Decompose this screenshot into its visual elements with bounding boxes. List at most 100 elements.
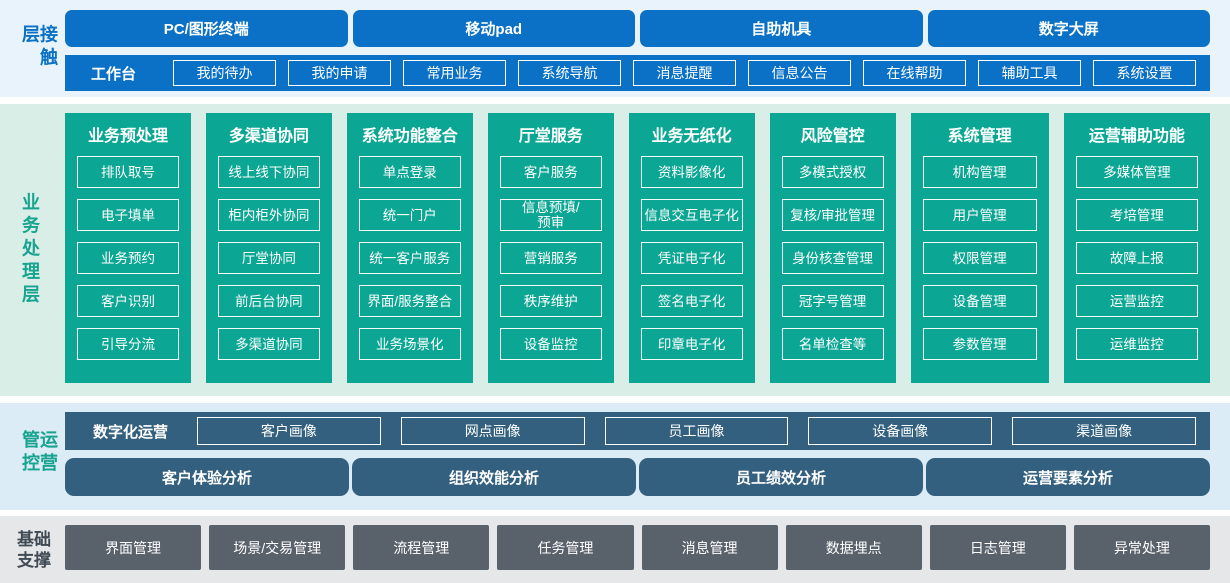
feature-box[interactable]: 排队取号 [77,156,179,188]
workbench-item[interactable]: 系统设置 [1093,60,1196,86]
business-columns: 业务预处理排队取号电子填单业务预约客户识别引导分流多渠道协同线上线下协同柜内柜外… [65,104,1210,383]
foundation-box[interactable]: 场景/交易管理 [209,525,346,570]
workbench-item[interactable]: 信息公告 [748,60,851,86]
column-title: 运营辅助功能 [1088,128,1185,145]
column-title: 业务预处理 [87,128,168,145]
foundation-box[interactable]: 界面管理 [65,525,202,570]
foundation-box[interactable]: 数据埋点 [785,525,922,570]
workbench-item[interactable]: 系统导航 [518,60,621,86]
feature-box[interactable]: 单点登录 [358,156,461,188]
business-column: 运营辅助功能多媒体管理考培管理故障上报运营监控运维监控 [1063,113,1210,383]
foundation-box[interactable]: 流程管理 [353,525,490,570]
workbench-label: 工作台 [91,65,137,83]
foundation-box[interactable]: 日志管理 [929,525,1066,570]
feature-box[interactable]: 信息交互电子化 [640,199,743,231]
feature-box[interactable]: 机构管理 [922,156,1037,188]
layer-label-foundation: 基础支撑 [17,529,51,570]
foundation-box[interactable]: 任务管理 [497,525,634,570]
feature-box[interactable]: 考培管理 [1075,199,1198,231]
feature-box[interactable]: 统一客户服务 [358,242,461,274]
feature-box[interactable]: 业务场景化 [358,328,461,360]
feature-box[interactable]: 电子填单 [77,199,179,231]
terminal-button[interactable]: PC/图形终端 [65,10,348,47]
feature-box[interactable]: 业务预约 [77,242,179,274]
feature-box[interactable]: 多模式授权 [781,156,884,188]
feature-box[interactable]: 凭证电子化 [640,242,743,274]
business-column: 系统管理机构管理用户管理权限管理设备管理参数管理 [910,113,1049,383]
operations-content: 数字化运营 客户画像网点画像员工画像设备画像渠道画像 客户体验分析组织效能分析员… [65,412,1210,496]
profile-box[interactable]: 设备画像 [808,417,993,445]
feature-box[interactable]: 多渠道协同 [217,328,320,360]
feature-box[interactable]: 冠字号管理 [781,285,884,317]
workbench-item[interactable]: 辅助工具 [978,60,1081,86]
foundation-row: 界面管理场景/交易管理流程管理任务管理消息管理数据埋点日志管理异常处理 [65,516,1210,570]
digital-operations-label: 数字化运营 [93,423,169,441]
business-column: 风险管控多模式授权复核/审批管理身份核查管理冠字号管理名单检查等 [769,113,896,383]
digital-operations-bar: 数字化运营 客户画像网点画像员工画像设备画像渠道画像 [65,412,1210,450]
feature-box[interactable]: 客户服务 [499,156,602,188]
analysis-row: 客户体验分析组织效能分析员工绩效分析运营要素分析 [65,458,1210,496]
analysis-button[interactable]: 客户体验分析 [65,458,349,496]
feature-box[interactable]: 设备监控 [499,328,602,360]
feature-box[interactable]: 印章电子化 [640,328,743,360]
business-column: 系统功能整合单点登录统一门户统一客户服务界面/服务整合业务场景化 [346,113,473,383]
feature-box[interactable]: 客户识别 [77,285,179,317]
feature-box[interactable]: 多媒体管理 [1075,156,1198,188]
terminal-button[interactable]: 移动pad [352,10,635,47]
feature-box[interactable]: 界面/服务整合 [358,285,461,317]
feature-box[interactable]: 线上线下协同 [217,156,320,188]
feature-box[interactable]: 厅堂协同 [217,242,320,274]
feature-box[interactable]: 引导分流 [77,328,179,360]
foundation-content: 界面管理场景/交易管理流程管理任务管理消息管理数据埋点日志管理异常处理 [65,516,1210,570]
feature-box[interactable]: 柜内柜外协同 [217,199,320,231]
layer-label-operations: 运营管控 [20,429,58,476]
column-title: 风险管控 [800,128,865,145]
foundation-box[interactable]: 异常处理 [1073,525,1210,570]
business-column: 厅堂服务客户服务信息预填/ 预审营销服务秩序维护设备监控 [487,113,614,383]
feature-box[interactable]: 信息预填/ 预审 [499,199,602,231]
workbench-item[interactable]: 我的待办 [173,60,276,86]
workbench-item[interactable]: 我的申请 [288,60,391,86]
feature-box[interactable]: 身份核查管理 [781,242,884,274]
workbench-item[interactable]: 消息提醒 [633,60,736,86]
feature-box[interactable]: 参数管理 [922,328,1037,360]
profile-box[interactable]: 网点画像 [400,417,585,445]
profile-box[interactable]: 渠道画像 [1012,417,1196,445]
feature-box[interactable]: 故障上报 [1075,242,1198,274]
analysis-button[interactable]: 员工绩效分析 [639,458,923,496]
foundation-box[interactable]: 消息管理 [641,525,778,570]
feature-box[interactable]: 运营监控 [1075,285,1198,317]
workbench-item[interactable]: 常用业务 [403,60,506,86]
layer-operations: 运营管控 数字化运营 客户画像网点画像员工画像设备画像渠道画像 客户体验分析组织… [0,403,1230,510]
feature-box[interactable]: 名单检查等 [781,328,884,360]
feature-box[interactable]: 统一门户 [358,199,461,231]
feature-box[interactable]: 秩序维护 [499,285,602,317]
feature-box[interactable]: 权限管理 [922,242,1037,274]
feature-box[interactable]: 用户管理 [922,199,1037,231]
analysis-button[interactable]: 运营要素分析 [926,458,1210,496]
layer-label-contact: 接触层 [20,24,58,71]
feature-box[interactable]: 运维监控 [1075,328,1198,360]
feature-box[interactable]: 前后台协同 [217,285,320,317]
terminal-button[interactable]: 数字大屏 [927,10,1210,47]
feature-box[interactable]: 设备管理 [922,285,1037,317]
workbench-bar: 工作台 我的待办我的申请常用业务系统导航消息提醒信息公告在线帮助辅助工具系统设置 [65,55,1210,91]
column-title: 业务无纸化 [651,128,732,145]
column-title: 系统管理 [947,128,1012,145]
business-content: 业务预处理排队取号电子填单业务预约客户识别引导分流多渠道协同线上线下协同柜内柜外… [65,104,1210,383]
column-title: 多渠道协同 [228,128,309,145]
profile-box[interactable]: 客户画像 [197,417,381,445]
layer-business: 业务处理层 业务预处理排队取号电子填单业务预约客户识别引导分流多渠道协同线上线下… [0,104,1230,396]
workbench-item[interactable]: 在线帮助 [863,60,966,86]
feature-box[interactable]: 签名电子化 [640,285,743,317]
terminal-button[interactable]: 自助机具 [640,10,923,47]
feature-box[interactable]: 营销服务 [499,242,602,274]
analysis-button[interactable]: 组织效能分析 [352,458,636,496]
feature-box[interactable]: 资料影像化 [640,156,743,188]
feature-box[interactable]: 复核/审批管理 [781,199,884,231]
business-column: 多渠道协同线上线下协同柜内柜外协同厅堂协同前后台协同多渠道协同 [205,113,332,383]
profile-box[interactable]: 员工画像 [604,417,789,445]
column-title: 厅堂服务 [518,128,583,145]
